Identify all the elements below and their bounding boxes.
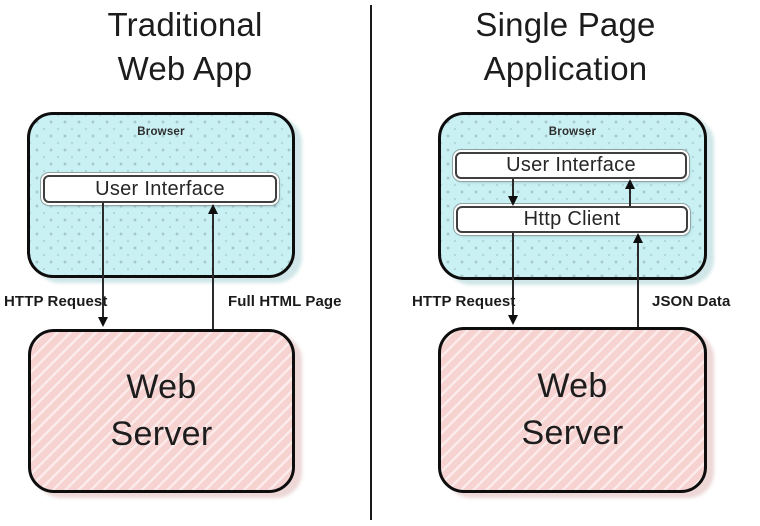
right-panel-title: Single Page Application: [475, 6, 656, 87]
right-response-label: JSON Data: [652, 293, 731, 310]
left-user-interface-label: User Interface: [95, 177, 225, 200]
right-ui-to-client-arrow-line: [512, 179, 514, 199]
left-browser-label: Browser: [137, 126, 185, 138]
right-web-server-label: Web Server: [521, 367, 624, 452]
right-user-interface-label: User Interface: [506, 154, 636, 176]
right-browser-label: Browser: [548, 126, 597, 138]
right-http-request-arrowhead-icon: [508, 315, 518, 325]
right-http-client-label: Http Client: [523, 208, 621, 230]
left-response-arrow-line: [212, 212, 214, 329]
right-request-label: HTTP Request: [412, 293, 516, 310]
left-http-request-arrow-line: [102, 203, 104, 321]
right-client-to-ui-arrow-line: [629, 187, 631, 206]
left-web-server-box: Web Server: [28, 329, 295, 493]
left-web-server-label: Web Server: [110, 368, 213, 453]
right-http-client-box: Http Client: [456, 206, 688, 233]
left-request-label: HTTP Request: [4, 293, 108, 310]
left-browser-box: Browser: [27, 112, 295, 278]
divider-line: [370, 5, 372, 520]
left-response-label: Full HTML Page: [228, 293, 342, 310]
right-json-data-arrow-line: [637, 241, 639, 327]
left-panel-title: Traditional Web App: [107, 6, 263, 87]
left-user-interface-box: User Interface: [43, 175, 277, 203]
right-http-request-arrow-line: [512, 233, 514, 319]
left-response-arrowhead-icon: [208, 204, 218, 214]
right-browser-box: Browser: [438, 112, 707, 280]
right-json-data-arrowhead-icon: [633, 233, 643, 243]
left-http-request-arrowhead-icon: [98, 317, 108, 327]
right-user-interface-box: User Interface: [455, 152, 687, 179]
right-web-server-box: Web Server: [438, 327, 707, 493]
right-client-to-ui-arrowhead-icon: [625, 179, 635, 189]
right-ui-to-client-arrowhead-icon: [508, 196, 518, 206]
